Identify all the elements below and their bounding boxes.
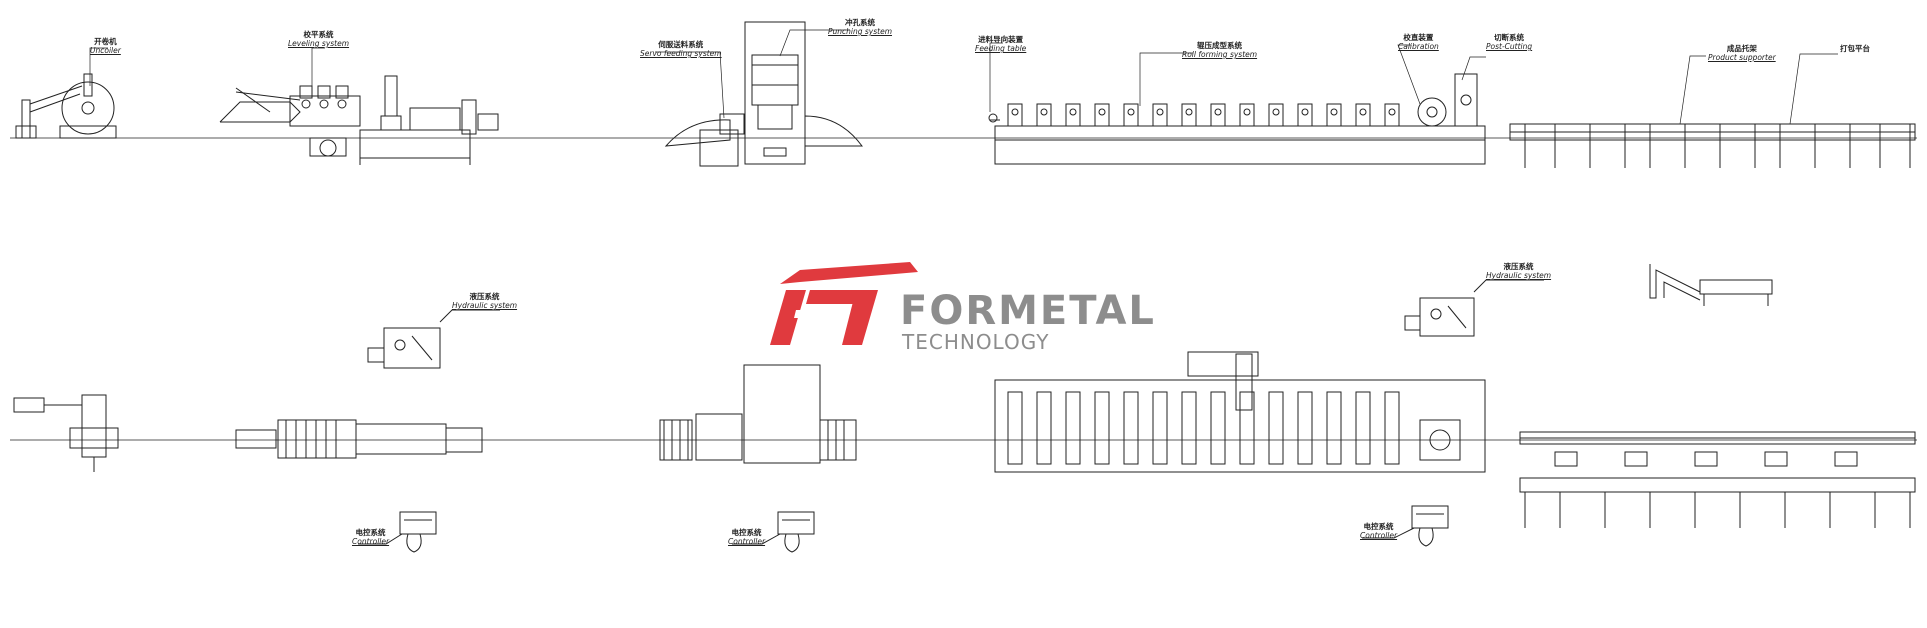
controller-2 xyxy=(732,511,815,553)
packing-table-elevation xyxy=(1649,264,1773,306)
leveling-elevation xyxy=(219,75,499,165)
product-supporter-elevation xyxy=(1509,123,1916,168)
forming-stands xyxy=(1007,103,1400,127)
leader-lines-top xyxy=(89,29,1838,125)
controller-1 xyxy=(358,511,437,553)
hydraulic-unit-2 xyxy=(1404,279,1544,337)
controller-3 xyxy=(1362,505,1449,547)
uncoiler-elevation xyxy=(15,73,117,139)
label-packing-table: 打包平台 xyxy=(1840,44,1870,53)
uncoiler-plan xyxy=(13,394,119,472)
brand-name: FORMETAL xyxy=(900,288,1156,334)
product-supporter-plan xyxy=(1519,431,1916,528)
servo-punching-elevation xyxy=(664,21,863,167)
brand-logo-mark xyxy=(770,262,918,345)
brand-subtitle: TECHNOLOGY xyxy=(902,330,1050,354)
plan-forming-stands xyxy=(1007,391,1400,465)
roll-forming-plan xyxy=(994,351,1486,473)
leveling-plan xyxy=(235,419,483,459)
hydraulic-unit-1 xyxy=(367,309,500,369)
punching-plan xyxy=(659,364,857,464)
roll-forming-elevation xyxy=(988,73,1486,165)
